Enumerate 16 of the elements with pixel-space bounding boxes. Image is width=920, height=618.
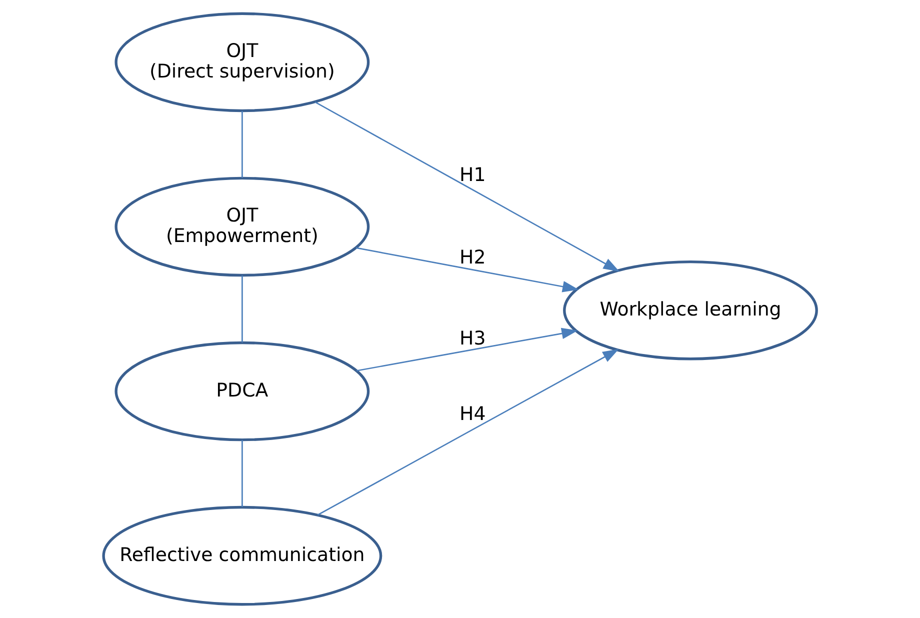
arrow <box>356 247 579 292</box>
node-ellipse: OJT (Empowerment) <box>114 176 370 277</box>
arrow <box>317 349 619 516</box>
arrow <box>314 101 620 272</box>
edge-label: H3 <box>460 327 486 350</box>
node-ellipse: PDCA <box>114 341 370 442</box>
edge-label: H2 <box>460 246 486 268</box>
edge-label: H1 <box>460 164 486 186</box>
node-ellipse: OJT (Direct supervision) <box>114 12 370 112</box>
arrow <box>356 328 578 372</box>
connector <box>242 440 243 507</box>
node-ellipse: Reflective communication <box>102 506 382 606</box>
connector <box>242 110 243 178</box>
connector <box>242 276 243 342</box>
edge-label: H4 <box>460 402 486 425</box>
node-ellipse: Workplace learning <box>563 260 818 360</box>
